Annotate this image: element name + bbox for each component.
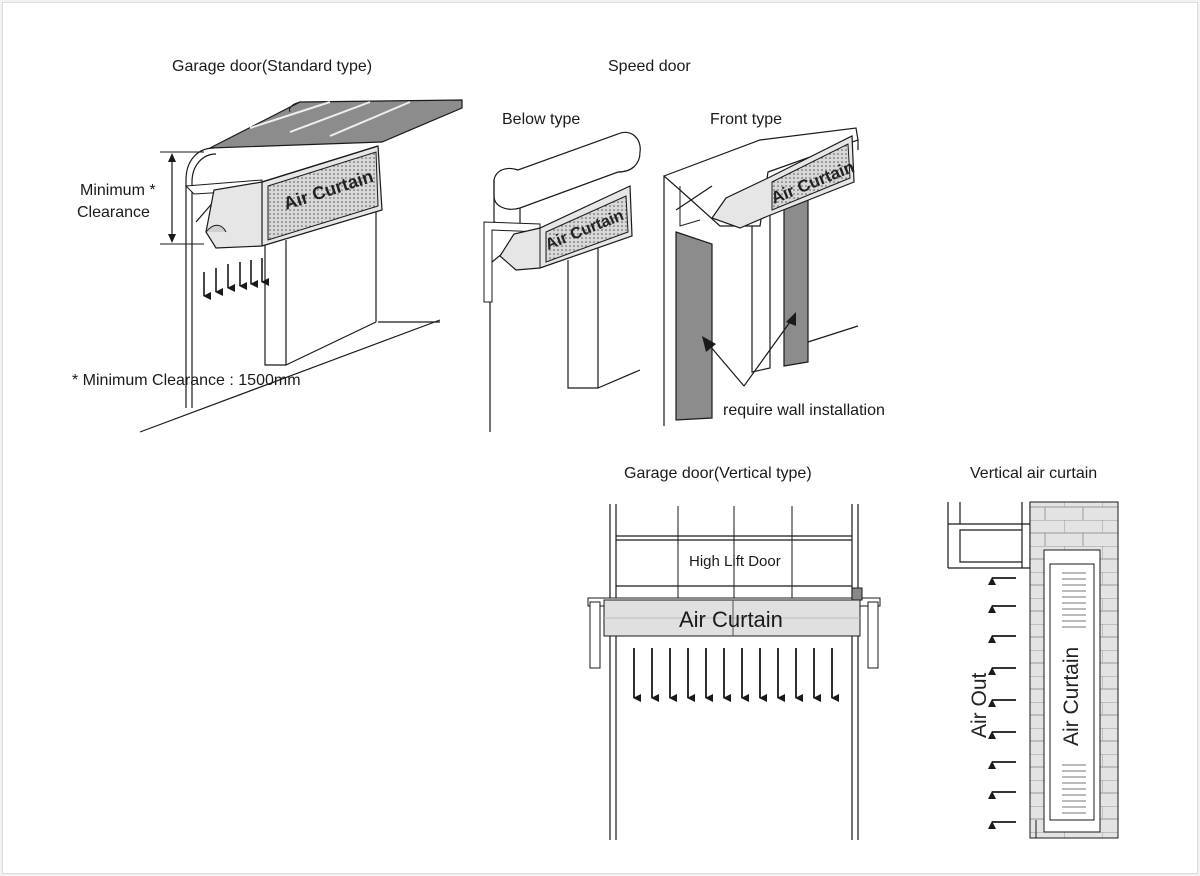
garage-vertical-title: Garage door(Vertical type) [624,465,812,482]
vertical-curtain-diagram [947,501,1119,839]
vertical-unit-label: Air Curtain [1060,647,1083,746]
front-type-label: Front type [710,111,783,128]
clearance-label: Clearance [77,204,150,221]
garage-standard-title: Garage door(Standard type) [172,58,373,75]
below-type-label: Below type [502,111,581,128]
speed-below-diagram [483,131,641,432]
minimum-clearance-label: Minimum * [80,182,156,199]
clearance-footnote: * Minimum Clearance : 1500mm [72,372,301,389]
garage-vertical-diagram [587,504,881,840]
speed-door-title: Speed door [608,58,691,75]
vertical-type-unit-label: Air Curtain [679,607,783,632]
high-lift-door-label: High Lift Door [689,553,781,570]
air-out-label: Air Out [968,672,991,738]
garage-standard-diagram [139,99,463,433]
wall-installation-note: require wall installation [723,402,885,419]
vertical-curtain-title: Vertical air curtain [970,465,1098,482]
speed-front-diagram [662,127,859,426]
